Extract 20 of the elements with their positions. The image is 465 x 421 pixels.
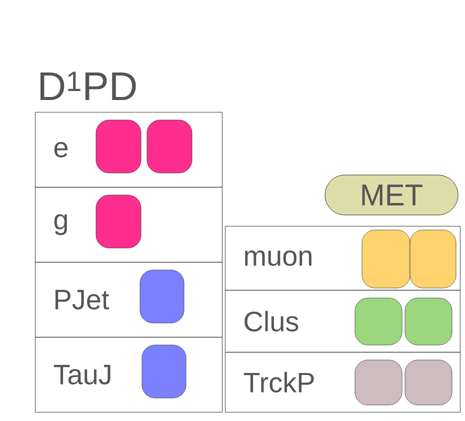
rounded-block — [140, 270, 184, 324]
rounded-block — [354, 360, 402, 406]
rounded-block — [96, 194, 142, 248]
rounded-block — [362, 230, 410, 288]
table-row: TauJ — [35, 337, 222, 412]
table-row: Clus — [225, 290, 460, 352]
rounded-block — [404, 298, 452, 346]
table-row: TrckP — [225, 352, 460, 412]
table-row: PJet — [35, 262, 222, 338]
title: D$^{1}$PD — [40, 72, 136, 100]
table-row: e — [35, 112, 222, 188]
rounded-block — [410, 230, 456, 288]
rounded-block — [146, 120, 192, 174]
tag-pill: MET — [324, 174, 458, 216]
table-row: muon — [225, 226, 460, 290]
table-row: g — [35, 187, 222, 262]
rounded-block — [142, 344, 186, 398]
rounded-block — [354, 298, 402, 346]
rounded-block — [404, 360, 452, 406]
rounded-block — [96, 120, 142, 174]
